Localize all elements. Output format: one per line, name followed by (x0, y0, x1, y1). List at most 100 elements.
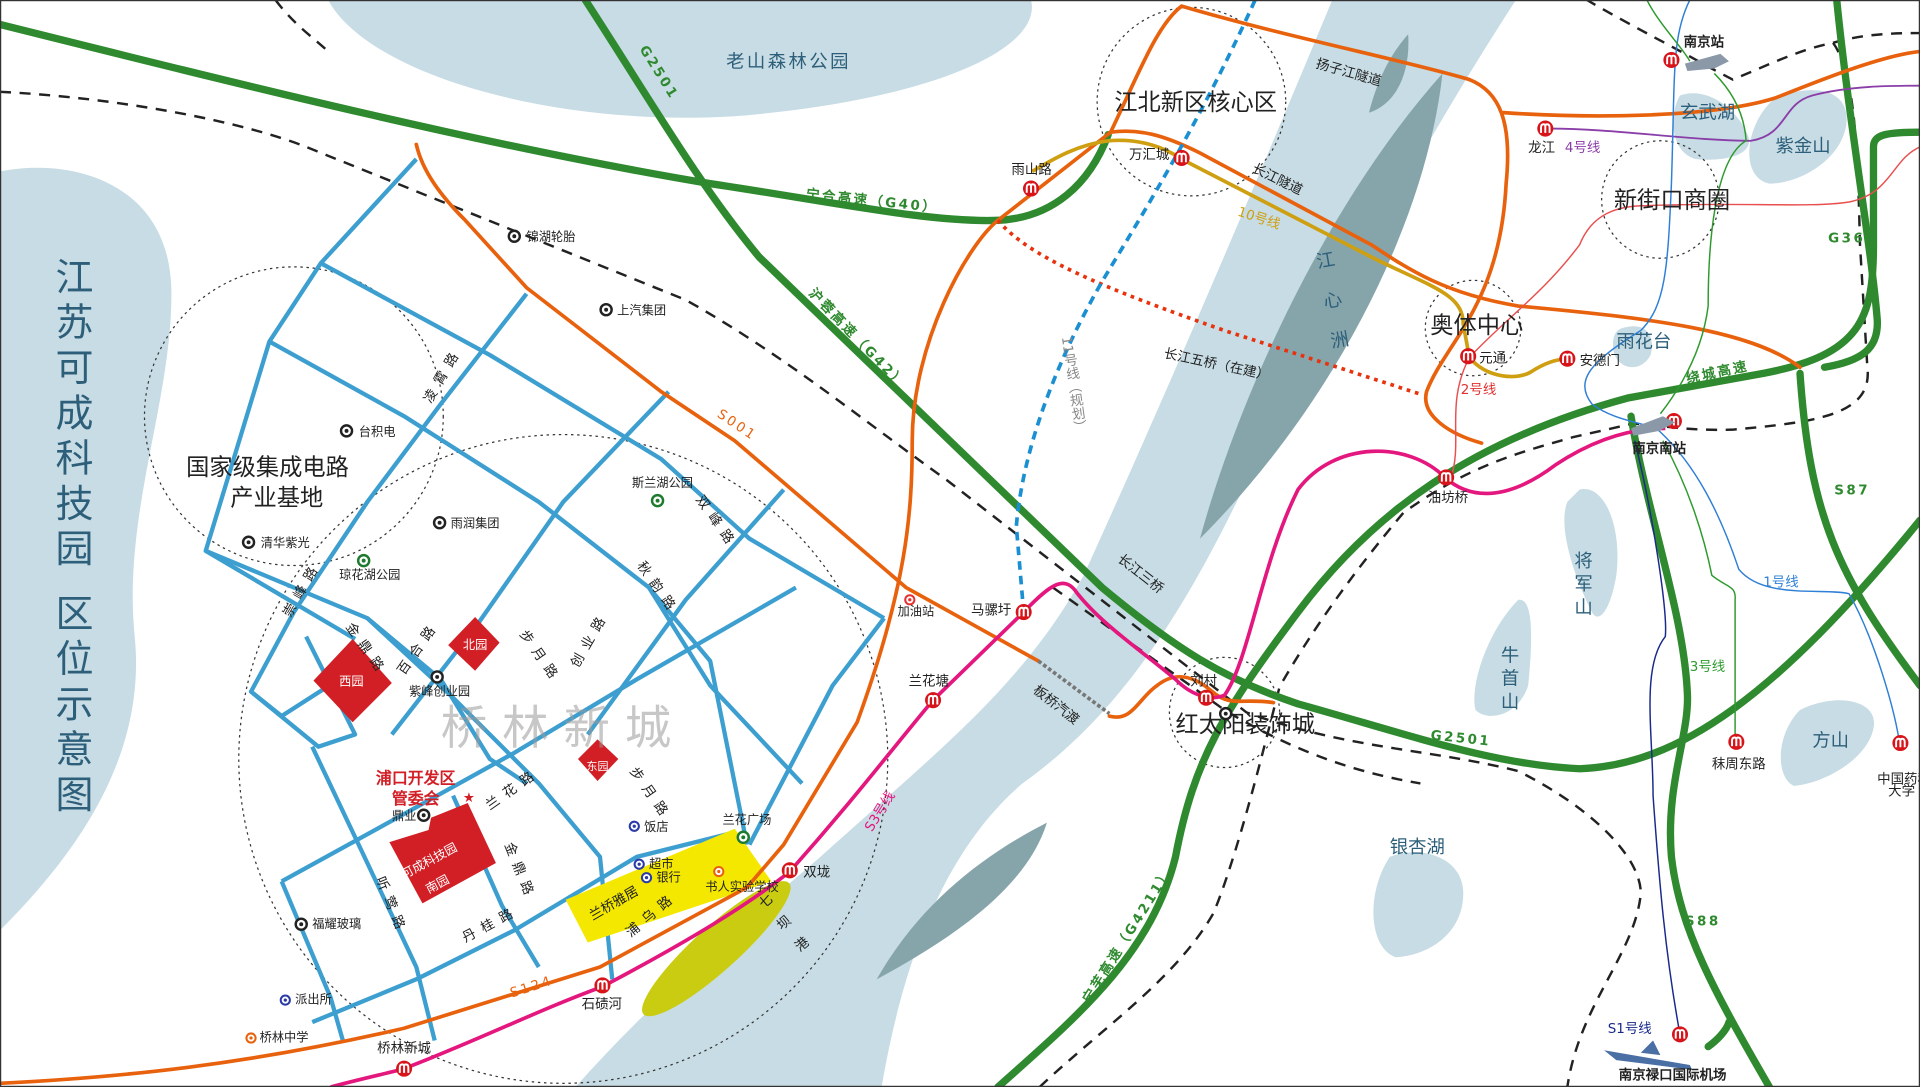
poi-zifeng: 紫峰创业园 (409, 684, 470, 698)
parcel-label-east: 东园 (587, 760, 609, 773)
metro-label-s1: S1号线 (1608, 1021, 1652, 1037)
station-wanhuicheng: 万汇城 (1129, 147, 1170, 163)
station-icon[interactable] (1536, 119, 1554, 138)
supermarket-icon (633, 858, 645, 870)
school-icon (713, 865, 725, 878)
poi-shuren-school: 书人实验学校 (705, 879, 778, 894)
poi-dingye: 鼎业 (392, 809, 416, 823)
poi-icon (241, 535, 256, 550)
station-icon[interactable] (924, 691, 942, 709)
metro-line-10 (1031, 138, 1570, 379)
poi-fuyao: 福耀玻璃 (312, 916, 361, 931)
park-icon (356, 553, 371, 568)
station-cpu-line1: 中国药科 (1877, 771, 1920, 787)
label-jiangbei-core: 江北新区核心区 (1114, 89, 1277, 116)
banqiao-ferry (1037, 659, 1111, 716)
label-hongtaiyang: 红太阳装饰城 (1176, 711, 1316, 738)
station-icon[interactable] (1437, 468, 1455, 486)
station-icon[interactable] (593, 976, 612, 994)
poi-silanhu: 斯兰湖公园 (632, 475, 693, 490)
train-icon (1631, 416, 1676, 436)
label-fangshan: 方山 (1812, 731, 1849, 752)
station-icon[interactable] (1671, 1025, 1689, 1043)
station-icon[interactable] (1015, 603, 1033, 621)
metro-5th-bridge (996, 219, 1421, 396)
railway-north (0, 90, 1643, 1087)
station-liucun: 刘村 (1190, 673, 1217, 689)
poi-jinhu: 锦湖轮胎 (527, 229, 576, 244)
district-street-grid (203, 157, 886, 1042)
station-icon[interactable] (1173, 149, 1191, 167)
river-islet-north (1368, 34, 1409, 113)
station-lanhuatang: 兰花塘 (909, 673, 949, 689)
highway-g40 (0, 20, 1112, 225)
label-xinjiekou: 新街口商圈 (1614, 187, 1730, 214)
road-ferry-east (1107, 674, 1276, 719)
station-icon[interactable] (395, 1060, 413, 1078)
label-xuanwu: 玄武湖 (1680, 103, 1735, 124)
zijin-mountain (1749, 90, 1847, 184)
metro-label-1: 1号线 (1763, 574, 1798, 590)
yuhuatai (1612, 326, 1652, 368)
parcel-west-park (313, 638, 392, 723)
railway-river (1052, 586, 1421, 785)
label-zijin: 紫金山 (1776, 136, 1831, 157)
station-yushanlu: 雨山路 (1011, 162, 1052, 178)
label-ic-base-line2: 产业基地 (230, 485, 323, 512)
station-nanjing: 南京站 (1684, 34, 1725, 51)
train-icon (1684, 53, 1729, 71)
station-youfangqiao: 油坊桥 (1428, 490, 1469, 506)
poi-saic: 上汽集团 (617, 303, 666, 318)
station-icon[interactable] (1197, 689, 1215, 707)
station-icon[interactable] (1459, 347, 1477, 365)
parcel-lanqiao-residence (565, 828, 772, 943)
west-lake (0, 167, 172, 931)
station-icon[interactable] (1662, 51, 1680, 69)
station-icon[interactable] (1022, 179, 1040, 198)
label-yuhuatai: 雨花台 (1616, 332, 1671, 353)
label-jiangjun: 将军山 (1572, 551, 1593, 621)
poi-qiaolin-school: 桥林中学 (260, 1030, 309, 1045)
label-qiaolin-watermark: 桥 林 新 城 (441, 701, 671, 755)
parcel-north-park (448, 616, 500, 671)
metro-line-3 (1646, 0, 1747, 742)
gas-icon (904, 594, 916, 606)
station-icon[interactable] (1558, 350, 1576, 368)
station-nanjing-south: 南京南站 (1632, 440, 1686, 457)
station-yuantong: 元通 (1479, 350, 1506, 366)
label-admin-line1: 浦口开发区 (376, 768, 456, 787)
poi-tsmc: 台积电 (359, 424, 396, 439)
metro-line-11 (1014, 0, 1257, 613)
metro-label-2: 2号线 (1461, 382, 1496, 398)
niushou-mountain (1474, 599, 1532, 716)
station-icon[interactable] (1891, 734, 1909, 752)
jiangxinzhou-island (1200, 73, 1443, 539)
station-icon[interactable] (1727, 733, 1745, 751)
river-islet-south (876, 822, 1047, 980)
poi-icon (599, 302, 613, 317)
poi-gas: 加油站 (898, 605, 935, 619)
highway-g36 (1820, 0, 1881, 371)
road-label-g2501-bottom: G2501 (1430, 728, 1492, 749)
xuanwu-lake (1673, 93, 1750, 160)
metro-label-3: 3号线 (1690, 659, 1725, 675)
police-icon (279, 994, 291, 1006)
ic-base-circle (143, 266, 444, 567)
station-andemen: 安德门 (1580, 353, 1620, 369)
poi-qionghuahu: 琼花湖公园 (339, 567, 400, 582)
label-olympic: 奥体中心 (1430, 312, 1523, 339)
station-icon[interactable] (781, 861, 799, 879)
poi-supermarket: 超市 (649, 856, 673, 871)
poi-police: 派出所 (295, 993, 332, 1007)
map-title: 江苏可成科技园 区位示意图 (49, 257, 93, 820)
yangtze-river (575, 0, 1516, 1087)
highway-g2501-g42 (581, 0, 1920, 773)
label-ic-base-line1: 国家级集成电路 (186, 454, 349, 481)
poi-yurun: 雨润集团 (451, 516, 500, 531)
road-east-west (1501, 49, 1920, 118)
road-label-s88: S88 (1685, 914, 1721, 929)
station-shiqihe: 石碛河 (582, 997, 622, 1013)
road-s001 (414, 142, 1041, 663)
